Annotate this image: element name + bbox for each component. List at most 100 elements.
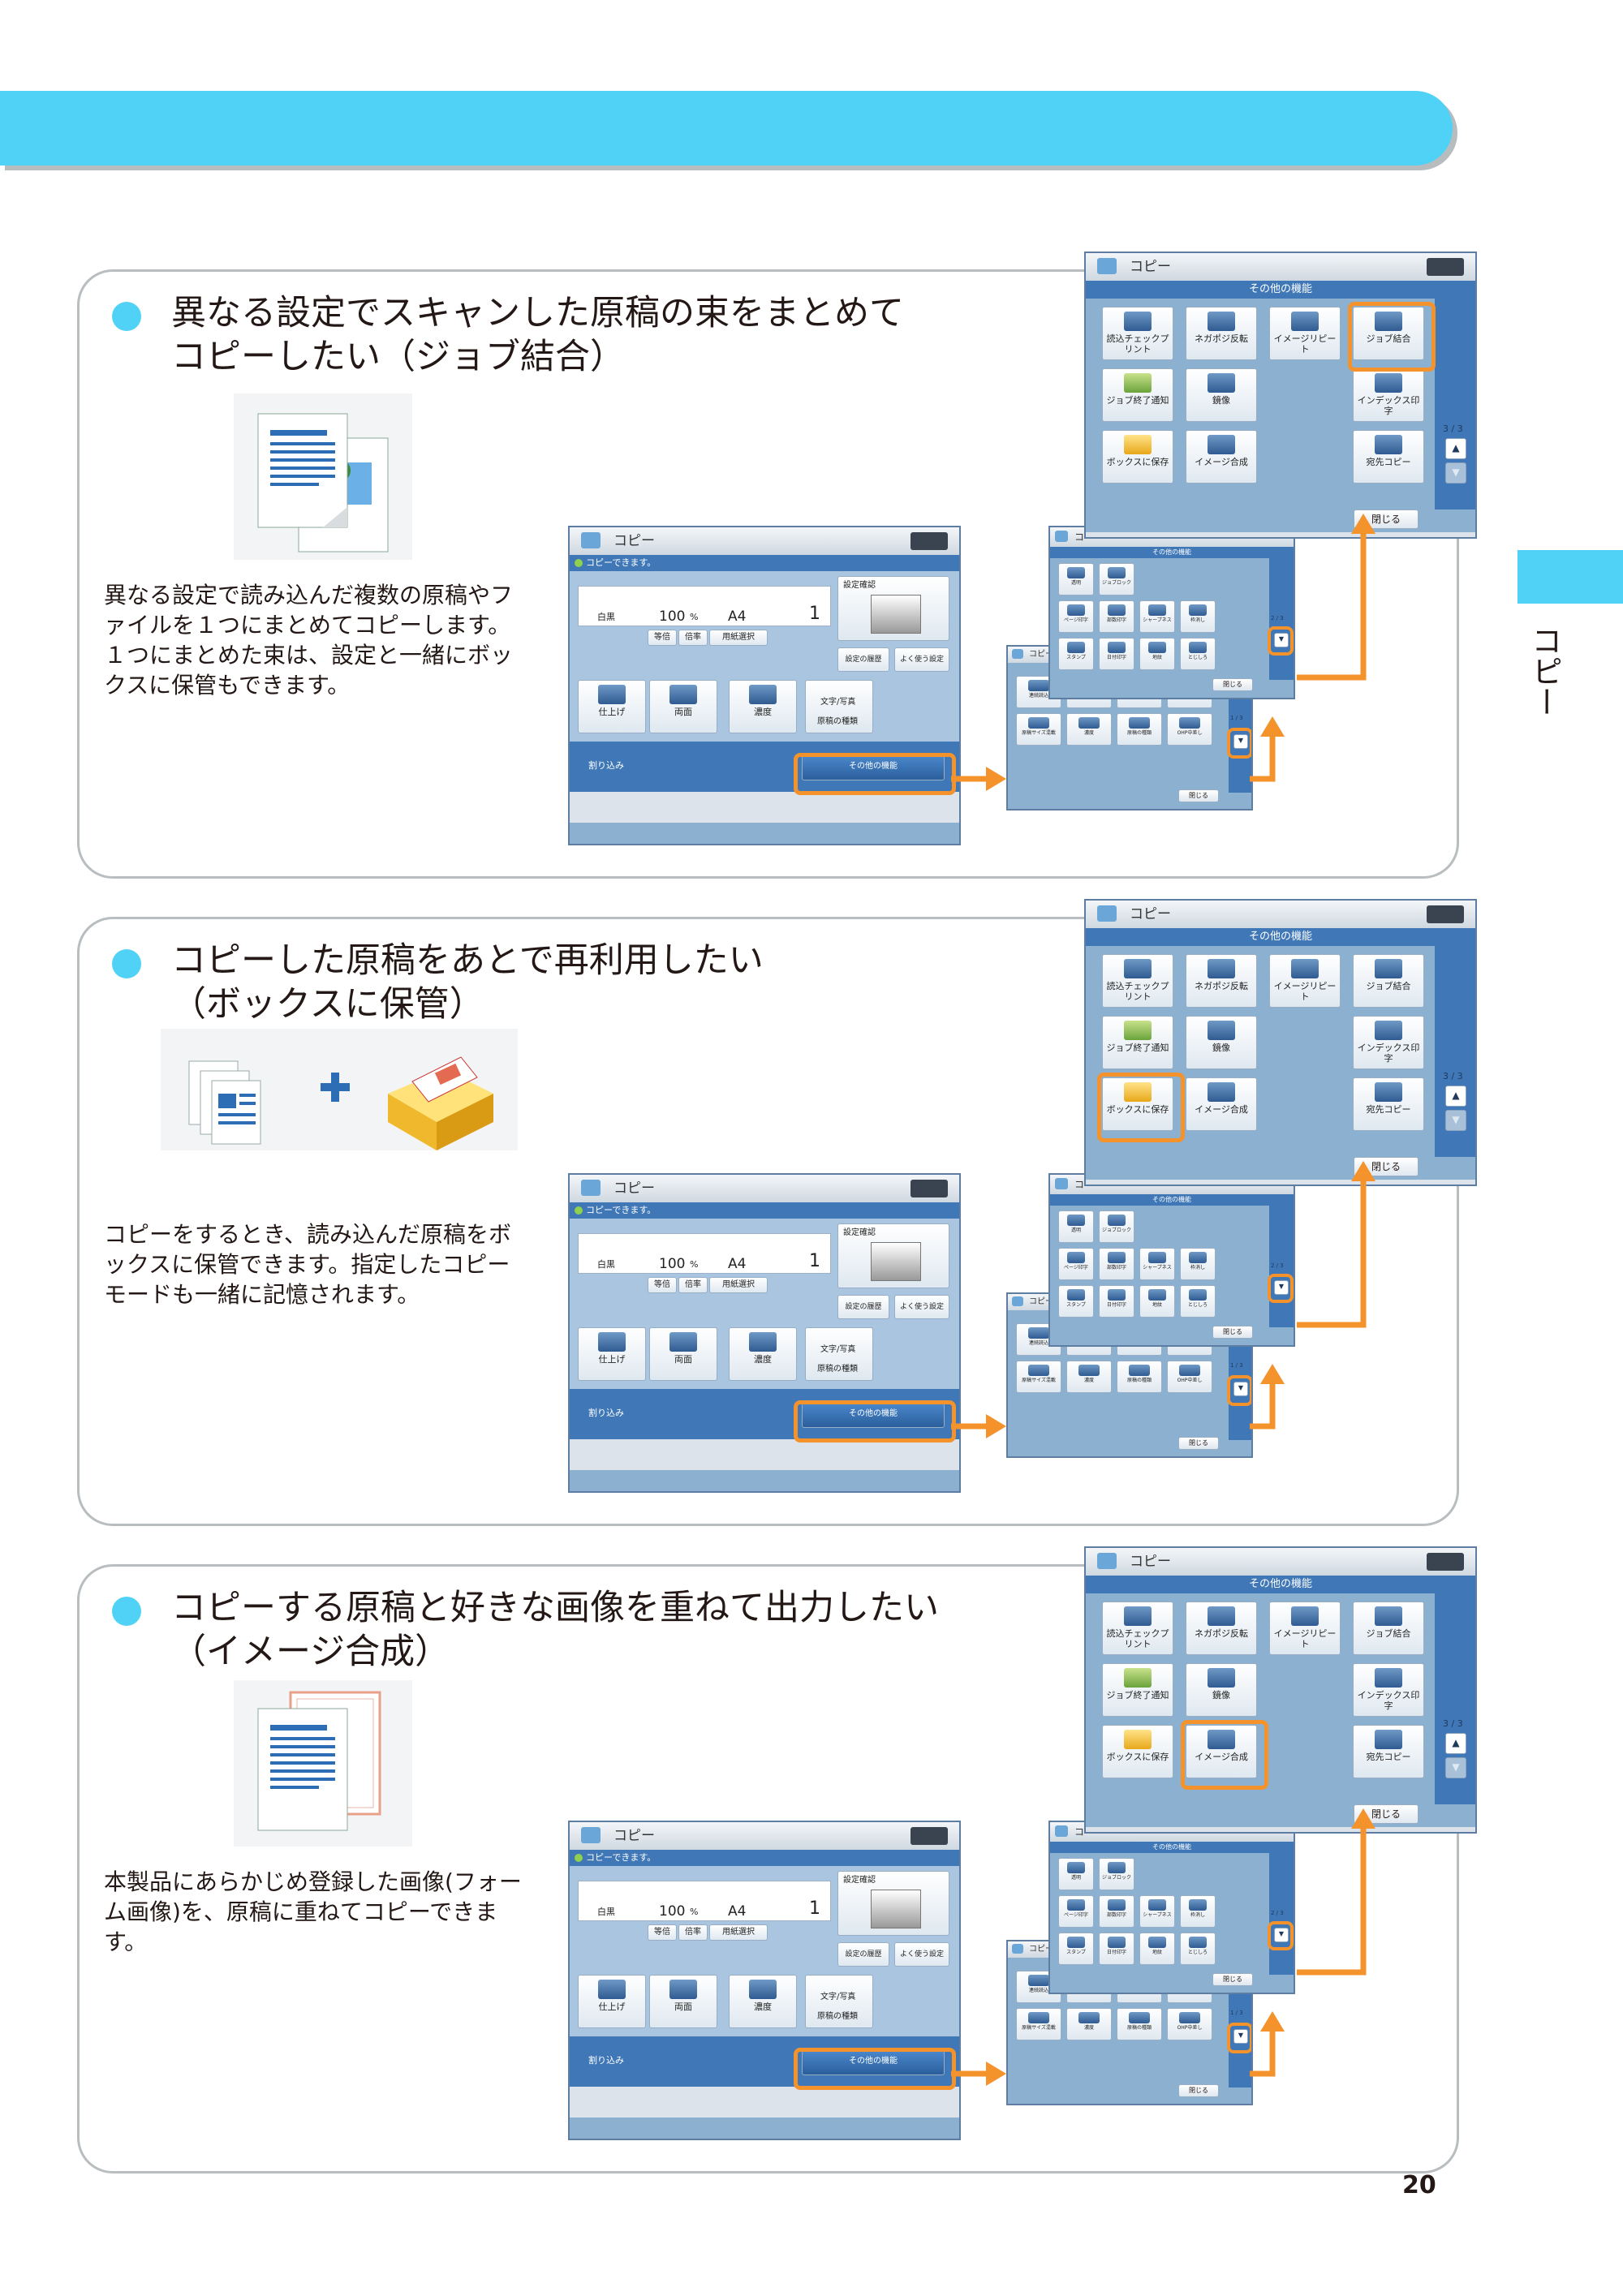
p2-button-9[interactable]: 地紋 <box>1139 638 1175 670</box>
p2-button-10[interactable]: とじしろ <box>1180 638 1216 670</box>
p1-button-7[interactable]: 原稿の種類 <box>1117 2008 1162 2040</box>
p2-button-6[interactable]: 枠消し <box>1180 1248 1216 1280</box>
p1-close-button[interactable]: 閉じる <box>1178 2084 1219 2097</box>
scroll-up-button[interactable]: ▲ <box>1445 438 1466 459</box>
option-button-1[interactable]: 読込チェックプリント <box>1102 954 1173 1008</box>
p1-button-7[interactable]: 原稿の種類 <box>1117 1361 1162 1393</box>
p1-button-6[interactable]: 濃度 <box>1066 2008 1112 2040</box>
p2-button-6[interactable]: 枠消し <box>1180 600 1216 633</box>
option-button-4[interactable]: ジョブ結合 <box>1353 307 1424 360</box>
p2-button-2[interactable]: ジョブロック <box>1099 1858 1134 1890</box>
equal-ratio-button[interactable]: 等倍 <box>648 1277 677 1293</box>
status-monitor-button[interactable] <box>911 1180 948 1197</box>
p1-button-8[interactable]: OHP中差し <box>1167 2008 1212 2040</box>
duplex-button[interactable]: 両面 <box>649 1327 717 1381</box>
p2-button-9[interactable]: 地紋 <box>1139 1285 1175 1318</box>
option-button-9[interactable]: イメージ合成 <box>1186 430 1257 484</box>
finishing-button[interactable]: 仕上げ <box>578 1975 646 2028</box>
duplex-button[interactable]: 両面 <box>649 680 717 733</box>
ratio-button[interactable]: 倍率 <box>678 1924 708 1941</box>
option-button-5[interactable]: ジョブ終了通知 <box>1102 368 1173 422</box>
settings-check-button[interactable]: 設定確認 <box>837 576 949 641</box>
density-button[interactable]: 濃度 <box>729 680 797 733</box>
p2-button-1[interactable]: 透明 <box>1058 563 1094 595</box>
p2-button-1[interactable]: 透明 <box>1058 1858 1094 1890</box>
p2-button-4[interactable]: 部数印字 <box>1099 1248 1134 1280</box>
ratio-button[interactable]: 倍率 <box>678 1277 708 1293</box>
option-button-5[interactable]: ジョブ終了通知 <box>1102 1016 1173 1069</box>
option-button-2[interactable]: ネガポジ反転 <box>1186 1602 1257 1655</box>
p2-button-3[interactable]: ページ印字 <box>1058 1895 1094 1928</box>
p2-scroll-down-button[interactable]: ▼ <box>1274 1928 1289 1942</box>
option-button-9[interactable]: イメージ合成 <box>1186 1725 1257 1778</box>
original-type-button[interactable]: 文字/写真原稿の種類 <box>805 1327 873 1381</box>
option-button-4[interactable]: ジョブ結合 <box>1353 954 1424 1008</box>
paper-select-button[interactable]: 用紙選択 <box>709 1277 768 1293</box>
options-button[interactable]: その他の機能 <box>802 2048 945 2075</box>
density-button[interactable]: 濃度 <box>729 1327 797 1381</box>
p2-button-3[interactable]: ページ印字 <box>1058 600 1094 633</box>
status-monitor-button[interactable] <box>1427 1553 1464 1571</box>
original-type-button[interactable]: 文字/写真原稿の種類 <box>805 1975 873 2028</box>
scroll-up-button[interactable]: ▲ <box>1445 1086 1466 1107</box>
history-button[interactable]: 設定の履歴 <box>837 647 889 672</box>
p2-button-10[interactable]: とじしろ <box>1180 1285 1216 1318</box>
option-button-1[interactable]: 読込チェックプリント <box>1102 307 1173 360</box>
favorites-button[interactable]: よく使う設定 <box>894 1295 949 1319</box>
history-button[interactable]: 設定の履歴 <box>837 1942 889 1967</box>
interrupt-button[interactable]: 割り込み <box>588 760 624 771</box>
density-button[interactable]: 濃度 <box>729 1975 797 2028</box>
equal-ratio-button[interactable]: 等倍 <box>648 630 677 646</box>
status-monitor-button[interactable] <box>911 1827 948 1845</box>
status-monitor-button[interactable] <box>911 532 948 550</box>
p2-button-6[interactable]: 枠消し <box>1180 1895 1216 1928</box>
p2-button-2[interactable]: ジョブロック <box>1099 563 1134 595</box>
close-button[interactable]: 閉じる <box>1354 1157 1419 1176</box>
close-button[interactable]: 閉じる <box>1354 1804 1419 1824</box>
option-button-6[interactable]: 鏡像 <box>1186 368 1257 422</box>
option-button-10[interactable]: 宛先コピー <box>1353 1077 1424 1131</box>
option-button-7[interactable]: インデックス印字 <box>1353 1663 1424 1717</box>
settings-check-button[interactable]: 設定確認 <box>837 1871 949 1936</box>
paper-select-button[interactable]: 用紙選択 <box>709 1924 768 1941</box>
p2-button-5[interactable]: シャープネス <box>1139 600 1175 633</box>
p1-scroll-down-button[interactable]: ▼ <box>1233 734 1248 749</box>
p2-button-2[interactable]: ジョブロック <box>1099 1210 1134 1243</box>
scroll-up-button[interactable]: ▲ <box>1445 1733 1466 1754</box>
p2-button-3[interactable]: ページ印字 <box>1058 1248 1094 1280</box>
finishing-button[interactable]: 仕上げ <box>578 680 646 733</box>
history-button[interactable]: 設定の履歴 <box>837 1295 889 1319</box>
option-button-10[interactable]: 宛先コピー <box>1353 430 1424 484</box>
option-button-4[interactable]: ジョブ結合 <box>1353 1602 1424 1655</box>
option-button-3[interactable]: イメージリピート <box>1269 954 1341 1008</box>
interrupt-button[interactable]: 割り込み <box>588 2055 624 2066</box>
option-button-8[interactable]: ボックスに保存 <box>1102 1077 1173 1131</box>
option-button-1[interactable]: 読込チェックプリント <box>1102 1602 1173 1655</box>
option-button-10[interactable]: 宛先コピー <box>1353 1725 1424 1778</box>
p2-button-7[interactable]: スタンプ <box>1058 1285 1094 1318</box>
p1-button-5[interactable]: 原稿サイズ混載 <box>1016 1361 1061 1393</box>
p1-button-8[interactable]: OHP中差し <box>1167 713 1212 746</box>
option-button-7[interactable]: インデックス印字 <box>1353 1016 1424 1069</box>
p2-close-button[interactable]: 閉じる <box>1212 678 1253 691</box>
equal-ratio-button[interactable]: 等倍 <box>648 1924 677 1941</box>
ratio-button[interactable]: 倍率 <box>678 630 708 646</box>
p2-close-button[interactable]: 閉じる <box>1212 1326 1253 1339</box>
interrupt-button[interactable]: 割り込み <box>588 1408 624 1418</box>
p1-button-7[interactable]: 原稿の種類 <box>1117 713 1162 746</box>
p2-button-4[interactable]: 部数印字 <box>1099 1895 1134 1928</box>
p2-button-5[interactable]: シャープネス <box>1139 1895 1175 1928</box>
options-button[interactable]: その他の機能 <box>802 753 945 780</box>
status-monitor-button[interactable] <box>1427 258 1464 276</box>
p2-scroll-down-button[interactable]: ▼ <box>1274 1280 1289 1295</box>
favorites-button[interactable]: よく使う設定 <box>894 647 949 672</box>
close-button[interactable]: 閉じる <box>1354 510 1419 529</box>
p2-button-8[interactable]: 日付印字 <box>1099 1933 1134 1965</box>
option-button-6[interactable]: 鏡像 <box>1186 1663 1257 1717</box>
p1-button-5[interactable]: 原稿サイズ混載 <box>1016 713 1061 746</box>
status-monitor-button[interactable] <box>1427 905 1464 923</box>
option-button-2[interactable]: ネガポジ反転 <box>1186 307 1257 360</box>
option-button-9[interactable]: イメージ合成 <box>1186 1077 1257 1131</box>
p2-button-1[interactable]: 透明 <box>1058 1210 1094 1243</box>
option-button-6[interactable]: 鏡像 <box>1186 1016 1257 1069</box>
